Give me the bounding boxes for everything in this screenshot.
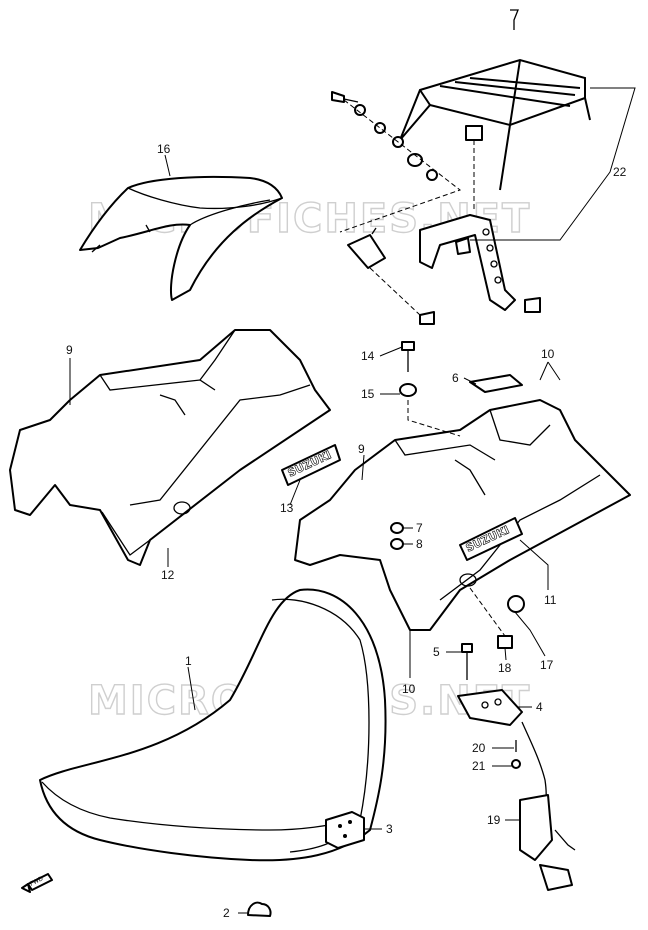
- callout-9b: 9: [358, 442, 365, 456]
- carrier-hardware: [331, 9, 541, 325]
- callout-14: 14: [361, 349, 375, 363]
- fwd-marker: FWD: [21, 873, 53, 893]
- callout-15: 15: [361, 387, 375, 401]
- part-9-10-11-frame-cover-right: SUZUKI: [294, 399, 631, 631]
- callout-9a: 9: [66, 343, 73, 357]
- callout-4: 4: [536, 700, 543, 714]
- callout-18: 18: [498, 661, 512, 675]
- lock-assembly: [457, 643, 576, 891]
- callout-19: 19: [487, 813, 501, 827]
- callout-20: 20: [472, 741, 486, 755]
- callout-13: 13: [280, 501, 294, 515]
- leader-lines: [69, 87, 636, 914]
- part-2-nut: [247, 901, 272, 917]
- callout-7: 7: [416, 521, 423, 535]
- part-16-tail-cover: [79, 175, 283, 301]
- callouts: 1 2 3 4 5 6 7 8 9 9 10 10 11 12 13 14 15…: [66, 142, 627, 920]
- callout-5: 5: [433, 645, 440, 659]
- callout-22: 22: [613, 165, 627, 179]
- part-13-decal: SUZUKI: [281, 444, 341, 486]
- callout-21: 21: [472, 759, 486, 773]
- part-22-carrier: [399, 58, 591, 311]
- callout-17: 17: [540, 658, 554, 672]
- part-3-cushion: [325, 811, 365, 849]
- callout-12: 12: [161, 568, 175, 582]
- callout-1: 1: [185, 654, 192, 668]
- part-9-12-frame-cover-left: [9, 329, 331, 566]
- callout-2: 2: [223, 906, 230, 920]
- callout-10b: 10: [402, 682, 416, 696]
- callout-3: 3: [386, 822, 393, 836]
- callout-16: 16: [157, 142, 171, 156]
- callout-8: 8: [416, 537, 423, 551]
- callout-10a: 10: [541, 347, 555, 361]
- small-hardware-middle: [390, 341, 525, 649]
- callout-6: 6: [452, 371, 459, 385]
- callout-11: 11: [544, 593, 557, 607]
